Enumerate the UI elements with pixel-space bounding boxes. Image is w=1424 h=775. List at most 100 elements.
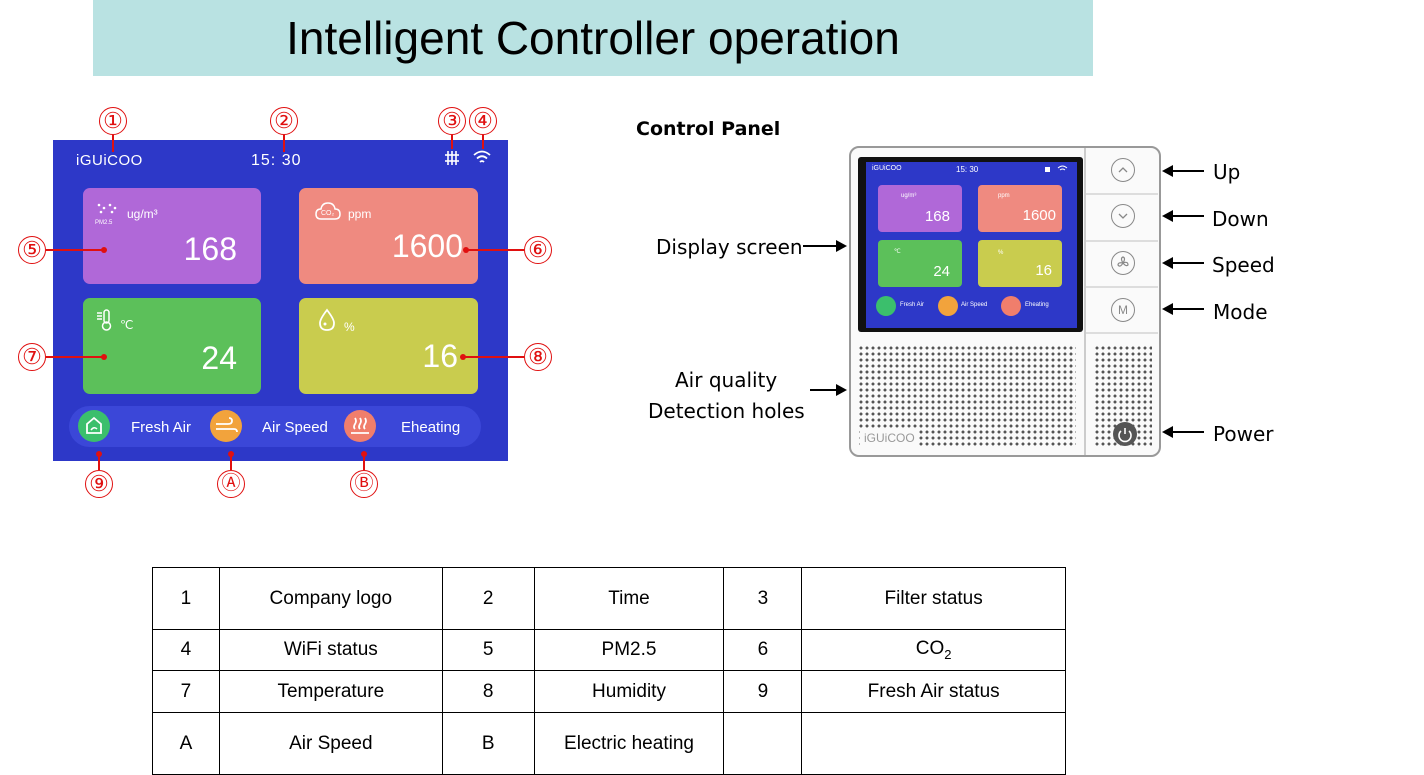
title-band bbox=[93, 0, 1093, 76]
thermometer-icon bbox=[97, 309, 112, 331]
btn-divider-2 bbox=[1086, 240, 1158, 242]
co2-unit: ppm bbox=[348, 207, 372, 221]
speed-button[interactable] bbox=[1111, 251, 1135, 275]
callout-1-line bbox=[112, 135, 114, 152]
pm25-unit: ug/m³ bbox=[127, 207, 158, 221]
mode-label: Mode bbox=[1213, 300, 1268, 324]
legend-table: 1 Company logo 2 Time 3 Filter status 4 … bbox=[152, 567, 1066, 775]
mini-fresh-air-label: Fresh Air bbox=[900, 302, 925, 308]
mini-filter-icon bbox=[1045, 167, 1050, 172]
pm25-card: PM2.5 ug/m³ 168 bbox=[83, 188, 261, 284]
table-row: A Air Speed B Electric heating bbox=[152, 712, 1066, 775]
mini-air-speed-icon bbox=[938, 296, 958, 316]
table-cell: 9 bbox=[723, 670, 803, 713]
table-cell-co2: CO2 bbox=[801, 629, 1066, 671]
air-quality-label-1: Air quality bbox=[675, 368, 778, 392]
mini-pm25-value: 168 bbox=[924, 208, 950, 225]
mini-co2-unit: ppm bbox=[998, 193, 1010, 199]
display-screen-arrowhead bbox=[836, 240, 847, 252]
table-cell: 1 bbox=[152, 567, 220, 630]
callout-4-line bbox=[482, 135, 484, 149]
table-row: 1 Company logo 2 Time 3 Filter status bbox=[152, 567, 1066, 630]
temperature-card: ℃ 24 bbox=[83, 298, 261, 394]
mini-time: 15: 30 bbox=[956, 165, 979, 174]
table-cell: Company logo bbox=[218, 567, 443, 630]
speed-label: Speed bbox=[1212, 253, 1275, 277]
callout-8: ⑧ bbox=[524, 343, 552, 371]
device-logo: iGUiCOO bbox=[860, 430, 919, 446]
table-row: 4 WiFi status 5 PM2.5 6 CO2 bbox=[152, 629, 1066, 671]
table-cell: WiFi status bbox=[218, 629, 443, 671]
screen-logo: iGUiCOO bbox=[76, 152, 143, 169]
pm25-icon bbox=[97, 203, 117, 214]
callout-5-dot bbox=[101, 247, 107, 253]
humidity-value: 16 bbox=[422, 338, 458, 374]
down-label: Down bbox=[1212, 207, 1269, 231]
callout-9-line bbox=[98, 455, 100, 470]
callout-8-line bbox=[463, 356, 524, 358]
humidity-unit: % bbox=[344, 320, 355, 334]
table-cell: Time bbox=[533, 567, 725, 630]
mini-logo: iGUiCOO bbox=[872, 165, 902, 172]
mini-fresh-air-icon bbox=[876, 296, 896, 316]
mini-pm25-card: ug/m³ 168 bbox=[878, 185, 962, 232]
table-cell: Electric heating bbox=[533, 712, 725, 775]
mini-pm25-unit: ug/m³ bbox=[901, 193, 917, 199]
table-cell: 2 bbox=[441, 567, 535, 630]
up-button[interactable] bbox=[1111, 158, 1135, 182]
cloud-icon bbox=[315, 202, 341, 220]
power-arrowhead bbox=[1162, 426, 1173, 438]
mini-heating-label: Eheating bbox=[1025, 302, 1049, 308]
power-button[interactable] bbox=[1113, 422, 1137, 446]
up-arrowhead bbox=[1162, 165, 1173, 177]
mode-arrow-line bbox=[1172, 308, 1204, 310]
device-divider bbox=[1084, 148, 1086, 455]
callout-9-dot bbox=[96, 451, 102, 457]
callout-a: Ⓐ bbox=[217, 470, 245, 498]
callout-5: ⑤ bbox=[18, 236, 46, 264]
co2-text: CO bbox=[915, 638, 945, 660]
air-quality-label-2: Detection holes bbox=[648, 399, 805, 423]
mini-heating-icon bbox=[1001, 296, 1021, 316]
table-cell: 5 bbox=[441, 629, 535, 671]
mini-temperature-unit: ℃ bbox=[894, 249, 901, 255]
speed-arrow-line bbox=[1172, 262, 1204, 264]
mini-co2-value: 1600 bbox=[1022, 207, 1056, 224]
table-row: 7 Temperature 8 Humidity 9 Fresh Air sta… bbox=[152, 670, 1066, 713]
btn-divider-1 bbox=[1086, 193, 1158, 195]
callout-4: ④ bbox=[469, 107, 497, 135]
table-cell: Air Speed bbox=[218, 712, 443, 775]
heating-icon bbox=[344, 410, 376, 442]
temperature-unit: ℃ bbox=[120, 318, 134, 332]
table-cell: Humidity bbox=[533, 670, 725, 713]
callout-7: ⑦ bbox=[18, 343, 46, 371]
filter-icon bbox=[445, 151, 459, 165]
callout-a-dot bbox=[228, 451, 234, 457]
air-quality-arrow-line bbox=[810, 389, 837, 391]
water-drop-icon bbox=[319, 308, 335, 331]
callout-6: ⑥ bbox=[524, 236, 552, 264]
up-label: Up bbox=[1213, 160, 1241, 184]
down-arrowhead bbox=[1162, 210, 1173, 222]
mini-humidity-card: % 16 bbox=[978, 240, 1062, 287]
table-cell: 4 bbox=[152, 629, 220, 671]
mini-air-speed-label: Air Speed bbox=[961, 302, 988, 308]
air-speed-icon bbox=[210, 410, 242, 442]
callout-3: ③ bbox=[438, 107, 466, 135]
callout-2: ② bbox=[270, 107, 298, 135]
mode-button[interactable]: M bbox=[1111, 298, 1135, 322]
table-cell: Filter status bbox=[801, 567, 1066, 630]
callout-7-line bbox=[46, 356, 104, 358]
callout-1: ① bbox=[99, 107, 127, 135]
co2-card: CO₂ ppm 1600 bbox=[299, 188, 478, 284]
co2-tag: CO₂ bbox=[321, 210, 335, 217]
power-arrow-line bbox=[1172, 431, 1204, 433]
table-cell: Temperature bbox=[218, 670, 443, 713]
wifi-icon bbox=[473, 150, 491, 163]
callout-b-line bbox=[363, 455, 365, 470]
down-arrow-line bbox=[1172, 215, 1204, 217]
table-cell bbox=[723, 712, 803, 775]
down-button[interactable] bbox=[1111, 204, 1135, 228]
control-panel-title: Control Panel bbox=[636, 118, 781, 140]
callout-7-dot bbox=[101, 354, 107, 360]
